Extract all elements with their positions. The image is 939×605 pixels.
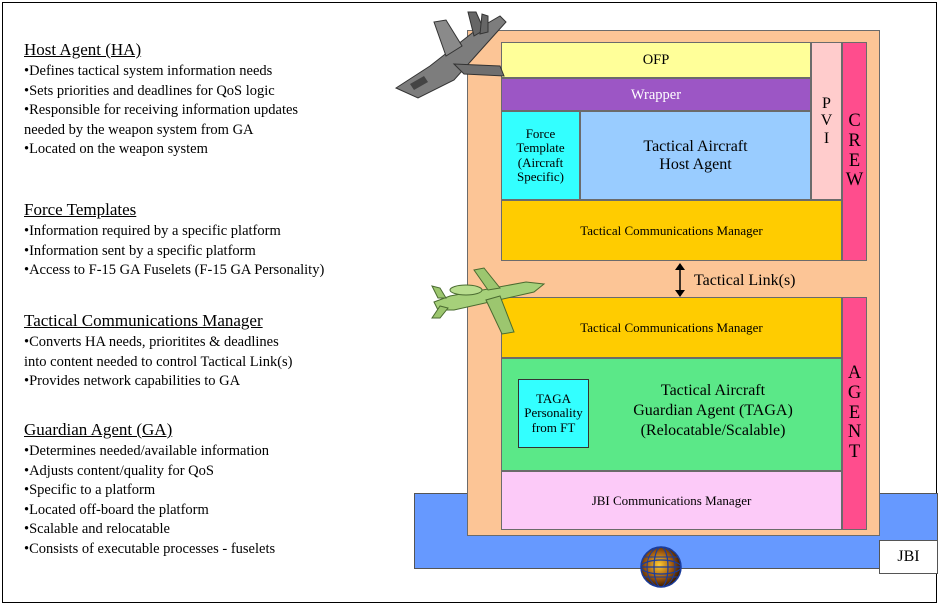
crew-letter: C	[848, 110, 861, 131]
fighter-jet-icon	[394, 11, 507, 99]
pvi-column: P V I	[811, 42, 842, 200]
jbi-label: JBI	[897, 548, 920, 565]
jbi-label-box: JBI	[879, 540, 938, 574]
tcm-bottom-label: Tactical Communications Manager	[580, 319, 763, 335]
jbi-comm-label: JBI Communications Manager	[591, 492, 752, 508]
guardian-line: Tactical Aircraft	[660, 382, 766, 399]
bullet-text: •Specific to a platform	[24, 482, 156, 498]
bullet-text: •Scalable and relocatable	[24, 521, 170, 537]
wrapper-label: Wrapper	[630, 86, 682, 103]
force-template-line: Specific)	[517, 168, 564, 184]
section-tcm: Tactical Communications Manager •Convert…	[24, 311, 424, 392]
bullet-text: •Access to F-15 GA Fuselets (F-15 GA Per…	[24, 262, 325, 278]
host-agent-line: Tactical Aircraft	[643, 138, 748, 156]
awacs-aircraft-icon	[431, 267, 546, 335]
taga-personality-box: TAGA Personality from FT	[518, 379, 589, 448]
ofp-label: OFP	[642, 52, 670, 68]
host-agent-box: Tactical Aircraft Host Agent	[580, 111, 811, 200]
bullet-text: needed by the weapon system from GA	[24, 121, 254, 138]
bullet-text: into content needed to control Tactical …	[24, 353, 293, 370]
bullet-text: •Defines tactical system information nee…	[24, 63, 273, 79]
pvi-letter: I	[823, 129, 830, 147]
tcm-top-box: Tactical Communications Manager	[501, 200, 842, 261]
pvi-letter: V	[820, 112, 833, 130]
tcm-bottom-box: Tactical Communications Manager	[501, 297, 842, 358]
force-template-box: Force Template (Aircraft Specific)	[501, 111, 580, 200]
bullet-text: •Determines needed/available information	[24, 443, 270, 459]
bullet-text: •Consists of executable processes - fuse…	[24, 540, 276, 557]
tcm-top-label: Tactical Communications Manager	[580, 222, 763, 238]
ofp-layer: OFP	[501, 42, 811, 78]
crew-letter: R	[848, 130, 861, 151]
section-title: Tactical Communications Manager	[24, 311, 263, 330]
force-template-line: Template	[516, 140, 565, 156]
guardian-line: Guardian Agent (TAGA)	[633, 402, 793, 419]
tactical-link-label: Tactical Link(s)	[694, 272, 796, 289]
guardian-agent-text: Tactical Aircraft Guardian Agent (TAGA) …	[603, 381, 823, 441]
force-template-line: Force	[525, 126, 556, 142]
section-host-agent: Host Agent (HA) •Defines tactical system…	[24, 40, 424, 160]
bullet-text: •Provides network capabilities to GA	[24, 373, 241, 389]
bullet-text: •Converts HA needs, prioritites & deadli…	[24, 334, 279, 350]
bullet-text: •Adjusts content/quality for QoS	[24, 462, 214, 479]
globe-icon	[640, 546, 682, 588]
section-guardian-agent: Guardian Agent (GA) •Determines needed/a…	[24, 420, 424, 559]
taga-personality-line: from FT	[531, 419, 576, 435]
double-arrow-icon	[675, 263, 685, 297]
agent-letter: T	[848, 442, 861, 463]
agent-column: A G E N T	[842, 297, 867, 530]
agent-letter: A	[847, 362, 862, 383]
bullet-text: •Located off-board the platform	[24, 501, 209, 518]
pvi-letter: P	[822, 95, 831, 113]
bullet-text: •Located on the weapon system	[24, 141, 208, 157]
section-force-templates: Force Templates •Information required by…	[24, 200, 424, 281]
host-agent-line: Host Agent	[659, 155, 732, 173]
bullet-text: •Sets priorities and deadlines for QoS l…	[24, 82, 275, 99]
section-title: Force Templates	[24, 200, 137, 219]
agent-letter: G	[847, 382, 862, 403]
agent-letter: E	[848, 402, 861, 423]
crew-letter: E	[848, 150, 861, 171]
taga-personality-line: TAGA	[535, 391, 572, 407]
bullet-text: •Responsible for receiving information u…	[24, 102, 299, 118]
guardian-line: (Relocatable/Scalable)	[640, 422, 786, 439]
bullet-text: •Information sent by a specific platform	[24, 242, 256, 259]
section-title: Guardian Agent (GA)	[24, 420, 173, 439]
crew-letter: W	[845, 170, 864, 191]
force-template-line: (Aircraft	[517, 154, 564, 170]
taga-personality-line: Personality	[524, 405, 583, 421]
wrapper-layer: Wrapper	[501, 78, 811, 111]
crew-column: C R E W	[842, 42, 867, 261]
bullet-text: •Information required by a specific plat…	[24, 223, 281, 239]
agent-letter: N	[847, 422, 862, 443]
jbi-comm-box: JBI Communications Manager	[501, 471, 842, 530]
section-title: Host Agent (HA)	[24, 40, 142, 59]
